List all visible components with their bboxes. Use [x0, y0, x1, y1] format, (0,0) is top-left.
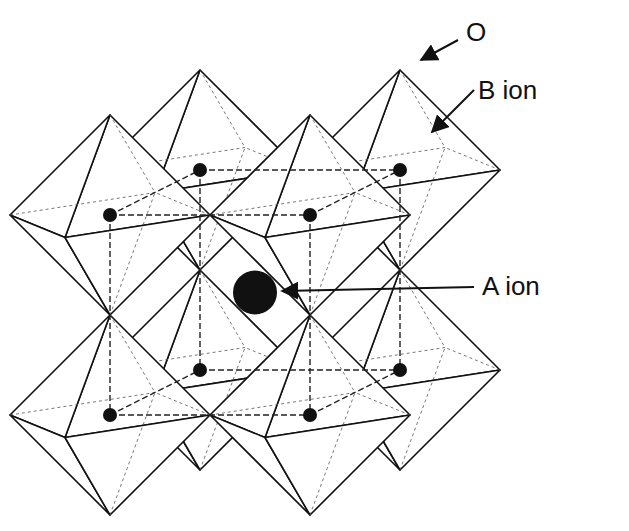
- hidden-edge: [400, 270, 445, 348]
- cell-edge: [310, 170, 400, 215]
- hidden-edge: [445, 148, 500, 171]
- hidden-edge: [10, 193, 155, 216]
- hidden-edge: [400, 148, 445, 271]
- cell-edge: [110, 370, 200, 415]
- part-label: O: [466, 18, 486, 47]
- cell-edge: [309, 215, 310, 415]
- hidden-edge: [110, 115, 155, 193]
- unit-cell-edges: [110, 170, 400, 415]
- b-ion: [193, 163, 207, 177]
- cell-edge: [110, 170, 200, 215]
- b-ion: [393, 363, 407, 377]
- octahedron-face: [65, 415, 210, 515]
- hidden-edge: [400, 348, 445, 471]
- hidden-edge: [155, 393, 210, 416]
- b-ion: [103, 408, 117, 422]
- cell-edge: [199, 170, 200, 370]
- leader-lines: [282, 40, 474, 291]
- hidden-edge: [210, 393, 355, 416]
- b-ion: [393, 163, 407, 177]
- hidden-edge: [310, 115, 355, 193]
- cell-edge: [310, 370, 400, 415]
- b-ion: [303, 208, 317, 222]
- octahedron-face: [65, 215, 210, 315]
- leader-line: [282, 287, 474, 291]
- octahedron: [10, 115, 210, 315]
- cell-edge: [200, 369, 400, 370]
- hidden-edge: [445, 348, 500, 371]
- hidden-edge: [110, 315, 155, 393]
- leader-line: [432, 90, 474, 132]
- hidden-edge: [400, 70, 445, 148]
- hidden-edge: [310, 393, 355, 516]
- hidden-edge: [110, 193, 155, 316]
- octahedron-face: [210, 115, 310, 238]
- octahedron-face: [10, 115, 110, 238]
- ions: [103, 163, 407, 422]
- hidden-edge: [210, 193, 355, 216]
- hidden-edge: [310, 193, 355, 316]
- leader-line: [421, 40, 458, 60]
- cell-edge: [110, 214, 310, 215]
- part-label: B ion: [478, 76, 537, 105]
- hidden-edge: [355, 193, 410, 216]
- octahedron-face: [10, 315, 110, 438]
- b-ion: [103, 208, 117, 222]
- hidden-edge: [110, 393, 155, 516]
- cell-edge: [200, 169, 400, 170]
- octahedron-face: [210, 315, 310, 438]
- hidden-edge: [10, 393, 155, 416]
- hidden-edge: [310, 315, 355, 393]
- octahedron-face: [265, 415, 410, 515]
- cell-edge: [110, 414, 310, 415]
- cell-edge: [399, 170, 400, 370]
- b-ion: [193, 363, 207, 377]
- octahedra: [10, 70, 500, 515]
- cell-edge: [109, 215, 110, 415]
- part-label: A ion: [482, 272, 540, 301]
- hidden-edge: [200, 70, 245, 148]
- octahedron-face: [265, 215, 410, 315]
- hidden-edge: [355, 393, 410, 416]
- a-ion: [233, 271, 277, 315]
- b-ion: [303, 408, 317, 422]
- hidden-edge: [155, 193, 210, 216]
